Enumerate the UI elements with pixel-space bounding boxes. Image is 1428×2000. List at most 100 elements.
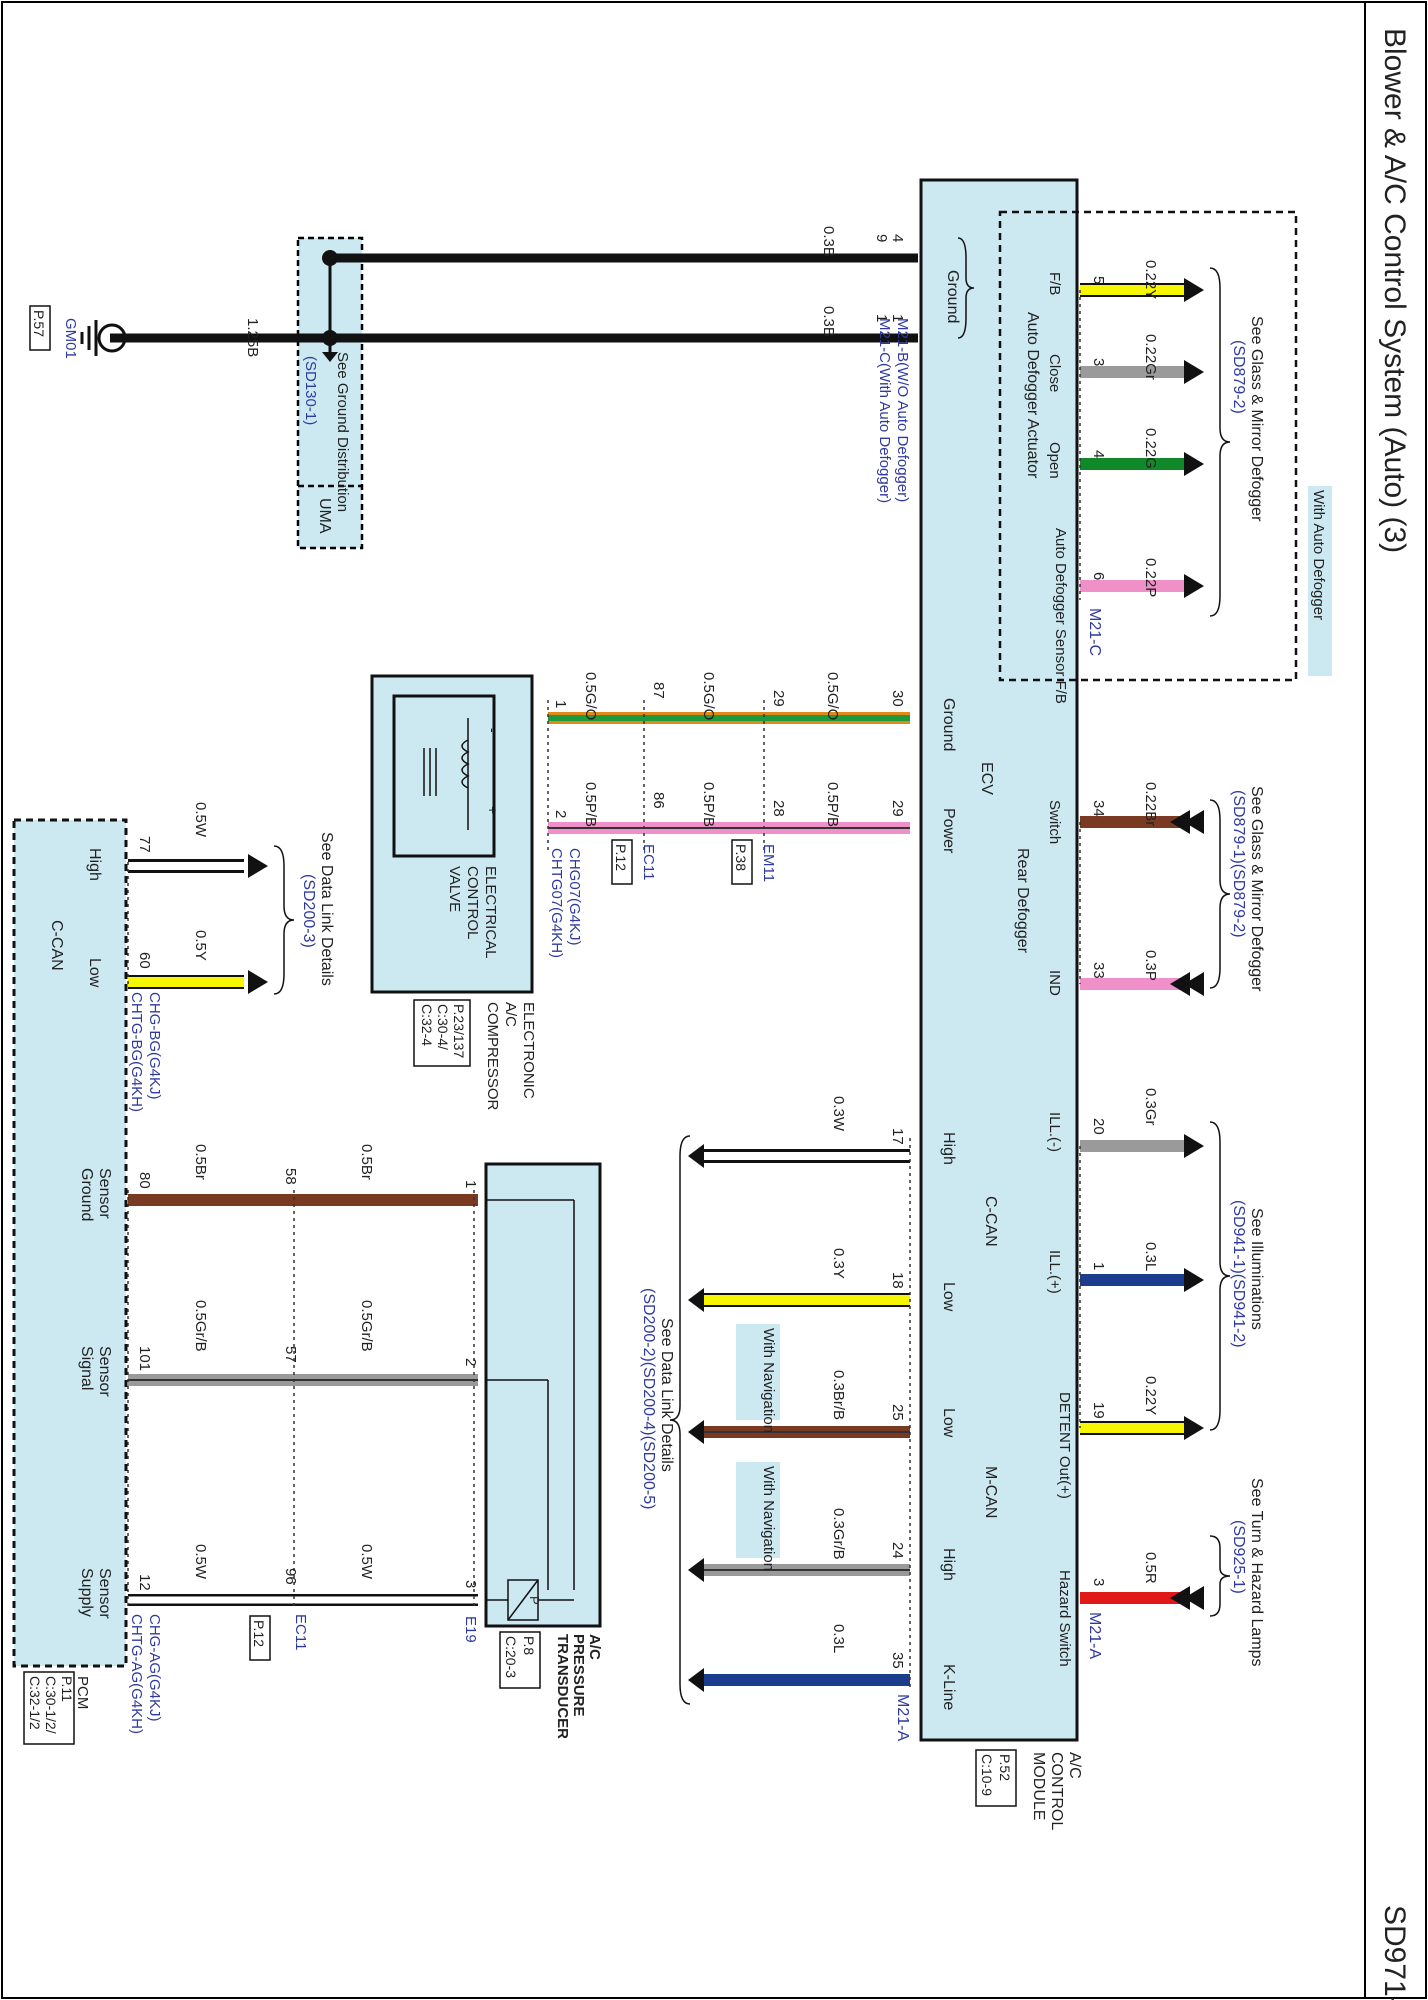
connector-em11: EM11 <box>760 844 777 882</box>
wire-label-0.22Y: 0.22Y <box>1142 260 1159 299</box>
arrow-pcm-can-high <box>248 854 268 878</box>
transducer-connector: E19 <box>462 1616 479 1643</box>
wire-arrow-switch <box>1184 810 1204 834</box>
mcan-high-label: High <box>940 1548 957 1581</box>
rear-defogger-label: Rear Defogger <box>1014 848 1031 954</box>
pcm-connector-ag-2: CHTG-AG(G4KH) <box>128 1614 145 1734</box>
compressor-name-line-3: COMPRESSOR <box>484 1002 501 1111</box>
module-name-line-2: CONTROL <box>1048 1752 1065 1830</box>
pcm-coord-ref-2: C:32-1/2 <box>27 1676 43 1730</box>
kline-connector: M21-A <box>894 1694 911 1741</box>
pin-label-sensor: Auto Defogger Sensor F/B <box>1052 528 1069 704</box>
valve-name-line-1: ELECTRICAL <box>482 866 499 959</box>
ecv-wire-g-seg1: 0.5G/O <box>700 672 717 720</box>
ground-id: GM01 <box>62 318 79 359</box>
wire-label-0.3W: 0.3W <box>830 1096 847 1132</box>
pin-number-20: 20 <box>1090 1118 1107 1135</box>
kline-label: K-Line <box>940 1664 957 1710</box>
wire-label-0.22Br: 0.22Br <box>1142 782 1159 826</box>
pcm-body <box>12 818 128 1668</box>
transducer-name-line-2: PRESSURE <box>570 1634 587 1717</box>
wire-arrow-ill-minus <box>1184 1134 1204 1158</box>
pcm-sensor-supply-label-2: Supply <box>78 1568 95 1617</box>
module-can-group: C-CAN M-CAN High Low Low High K-Line 17 … <box>640 1096 999 1741</box>
pin-number-6: 6 <box>1090 572 1107 580</box>
pin-number-19: 19 <box>1090 1402 1107 1419</box>
valve-name-line-2: CONTROL <box>464 866 481 939</box>
nav-tag-1-text: With Navigation <box>760 1328 777 1433</box>
wire-label-0.3Y: 0.3Y <box>830 1248 847 1279</box>
arrow-kline <box>688 1668 704 1692</box>
compressor-connector-2: CHTG07(G4KH) <box>548 848 565 958</box>
transducer-ref-box <box>499 1631 541 1689</box>
module-can-brace <box>669 1135 691 1705</box>
illumination-see: See Illuminations <box>1248 1208 1265 1330</box>
pin-number-25: 25 <box>889 1404 906 1421</box>
pin-number-5: 5 <box>1090 276 1107 284</box>
wire-label-0.22G: 0.22G <box>1142 428 1159 469</box>
page-code: SD971-3 <box>1378 1905 1411 2000</box>
transducer-name-line-1: A/C <box>586 1634 603 1660</box>
hazard-brace <box>1209 1535 1231 1617</box>
harness-wire-0.5W: 0.5W <box>358 1544 375 1580</box>
valve-name-line-3: VALVE <box>446 866 463 912</box>
module-coord-ref: C:10-9 <box>979 1754 995 1796</box>
hazard-see: See Turn & Hazard Lamps <box>1248 1478 1265 1667</box>
ecv-wire-p-seg2: 0.5P/B <box>582 782 599 827</box>
harness-wire-0.5Gr-B: 0.5Gr/B <box>358 1300 375 1352</box>
pin-label-hazard: Hazard Switch <box>1056 1570 1073 1667</box>
wire-label-0.22Gr: 0.22Gr <box>1142 334 1159 380</box>
pin-label-ill-plus: ILL.(+) <box>1046 1250 1063 1294</box>
wire-label-0.3Br-B: 0.3Br/B <box>830 1370 847 1420</box>
defogger-pin-fb: 5 0.22Y F/B <box>1046 260 1204 302</box>
pcm-connector-bg-2: CHTG-BG(G4KH) <box>128 992 145 1112</box>
transducer-body <box>484 1162 602 1628</box>
compressor-page-ref: P.23/137 <box>451 1004 467 1058</box>
harness-wire-0.5Br: 0.5Br <box>358 1144 375 1180</box>
ecv-harness: ECV Ground Power 30 29 0.5G/O 0.5P/B 29 … <box>547 672 995 885</box>
module-ground-label: Ground <box>944 270 961 323</box>
xdcr-pin-2: 2 <box>462 1358 479 1366</box>
rear-defogger-see-ref: (SD879-1)(SD879-2) <box>1230 790 1247 938</box>
nav-tag-2-bg <box>736 1462 780 1558</box>
em11-page-box <box>731 839 753 885</box>
em11-page-ref: P.38 <box>733 844 749 871</box>
nav-tag-1-bg <box>736 1324 780 1420</box>
ground-symbol-icon <box>80 320 127 356</box>
pin-label-switch: Switch <box>1046 800 1063 844</box>
wire-arrow-ind-b <box>1170 972 1190 996</box>
wire-arrow-switch-b <box>1170 810 1190 834</box>
pcm-sensor-signal-label: Sensor <box>96 1346 113 1397</box>
nav-tag-2-text: With Navigation <box>760 1466 777 1571</box>
compressor-pin-2: 2 <box>552 810 569 818</box>
ecv-pin-30: 30 <box>889 690 906 707</box>
mid-pin-57: 57 <box>282 1346 299 1363</box>
defogger-pin-close: 3 0.22Gr Close <box>1046 334 1204 392</box>
auto-defogger-group: With Auto Defogger See Glass & Mirror De… <box>998 210 1332 704</box>
module-can-see: See Data Link Details <box>658 1318 675 1472</box>
pcm-sensor-supply-label: Sensor <box>96 1568 113 1619</box>
harness-page-ref: P.12 <box>251 1620 267 1647</box>
module-ccan-label: C-CAN <box>982 1196 999 1247</box>
wire-label-0.22P: 0.22P <box>1142 558 1159 597</box>
nav-tag-2: With Navigation <box>760 1466 777 1571</box>
pcm-name: PCM <box>74 1676 91 1709</box>
defogger-pin-open: 4 0.22G Open <box>1046 428 1204 479</box>
module-name-line-3: MODULE <box>1030 1752 1047 1820</box>
splice-node-lower <box>322 330 338 346</box>
pin-label-detent: DETENT Out(+) <box>1056 1392 1073 1499</box>
module-ground-wire-upper: 0.3B <box>820 226 837 257</box>
pin-number-18: 18 <box>889 1272 906 1289</box>
ground-distribution-note: See Ground Distribution <box>334 352 351 512</box>
splice-node-upper <box>322 250 338 266</box>
rear-defogger-brace <box>1209 799 1231 989</box>
pcm-sensor-wire-0.5Gr-B: 0.5Gr/B <box>192 1300 209 1352</box>
compressor-name-line-1: ELECTRONIC <box>520 1002 537 1099</box>
hazard-see-ref: (SD925-1) <box>1230 1520 1247 1594</box>
ac-control-module: A/C CONTROL MODULE P.52 C:10-9 Ground 4 … <box>873 178 1083 1830</box>
illumination-see-ref: (SD941-1)(SD941-2) <box>1230 1200 1247 1348</box>
auto-defogger-see: See Glass & Mirror Defogger <box>1248 316 1265 522</box>
page-title: Blower & A/C Control System (Auto) (3) <box>1378 28 1411 553</box>
splice-arrow <box>322 352 338 362</box>
